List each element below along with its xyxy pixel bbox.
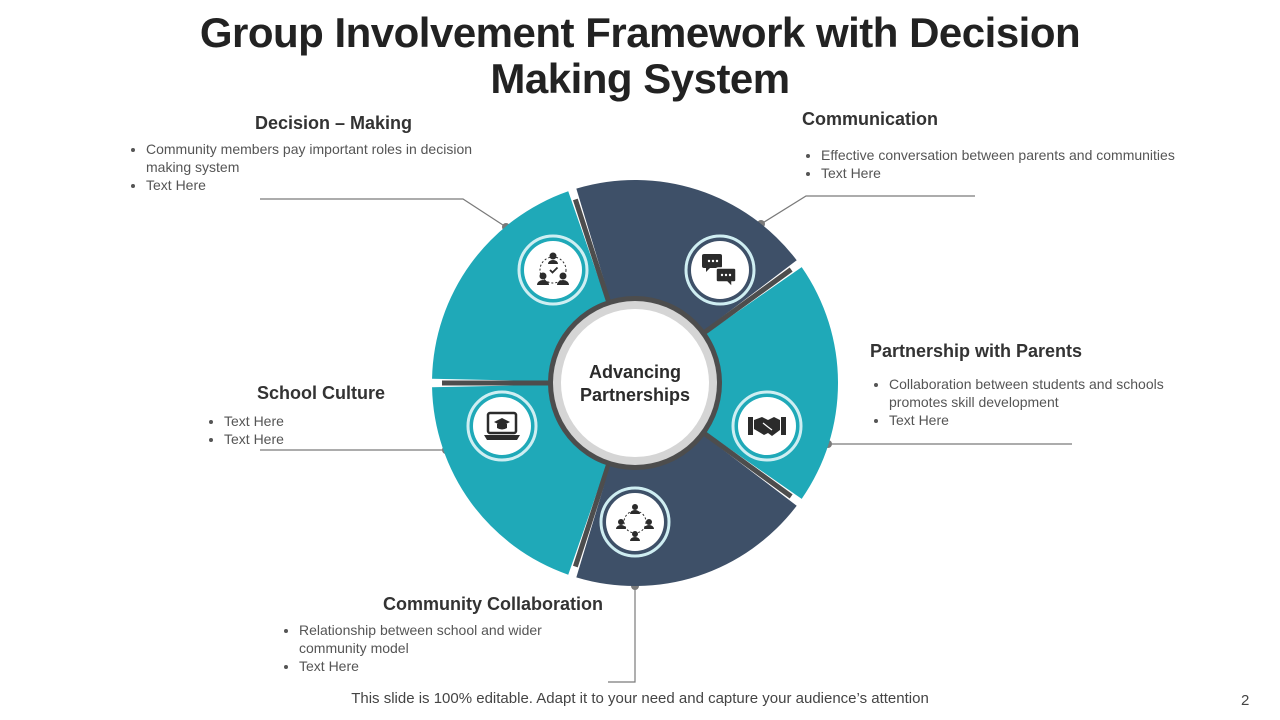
list-item: Collaboration between students and schoo… — [889, 375, 1219, 411]
school-culture-heading: School Culture — [257, 383, 386, 403]
team-decision-icon — [517, 234, 589, 306]
partnership-heading: Partnership with Parents — [870, 341, 1083, 361]
connector-communication — [760, 195, 975, 225]
online-graduation-icon — [466, 390, 538, 462]
community-collaboration-bullets: Relationship between school and wider co… — [279, 621, 599, 675]
list-item: Text Here — [821, 164, 1241, 182]
list-item: Text Here — [224, 412, 374, 430]
list-item: Community members pay important roles in… — [146, 140, 516, 176]
segment-partnership — [576, 180, 797, 332]
footer-note: This slide is 100% editable. Adapt it to… — [351, 690, 929, 707]
connector-decision-making — [260, 198, 507, 228]
center-label-line1: Advancing — [589, 362, 681, 382]
list-item: Text Here — [224, 430, 374, 448]
communication-bullets: Effective conversation between parents a… — [801, 146, 1241, 182]
school-culture-bullets: Text Here Text Here — [204, 412, 374, 448]
center-label-line2: Partnerships — [580, 385, 690, 405]
list-item: Text Here — [889, 411, 1219, 429]
segment-divider — [702, 430, 793, 499]
communication-heading: Communication — [802, 109, 939, 129]
community-collaboration-heading: Community Collaboration — [383, 594, 603, 614]
slide-title: Group Involvement Framework with Decisio… — [199, 9, 1081, 102]
connector-community-collaboration — [608, 586, 636, 683]
segment-divider — [572, 198, 612, 303]
list-item: Text Here — [146, 176, 516, 194]
list-item: Relationship between school and wider co… — [299, 621, 599, 657]
segment-community-collaboration — [704, 267, 838, 499]
segment-divider — [572, 463, 612, 568]
center-disc — [561, 309, 709, 457]
list-item: Text Here — [299, 657, 599, 675]
page-number: 2 — [1241, 692, 1250, 709]
decision-making-bullets: Community members pay important roles in… — [126, 140, 516, 194]
community-network-icon — [599, 486, 671, 558]
chat-bubbles-icon — [684, 234, 756, 306]
segment-divider — [702, 267, 793, 336]
connector-lines — [260, 195, 1072, 683]
list-item: Effective conversation between parents a… — [821, 146, 1241, 164]
handshake-icon — [731, 390, 803, 462]
decision-making-heading: Decision – Making — [255, 113, 413, 133]
partnership-bullets: Collaboration between students and schoo… — [869, 375, 1219, 429]
